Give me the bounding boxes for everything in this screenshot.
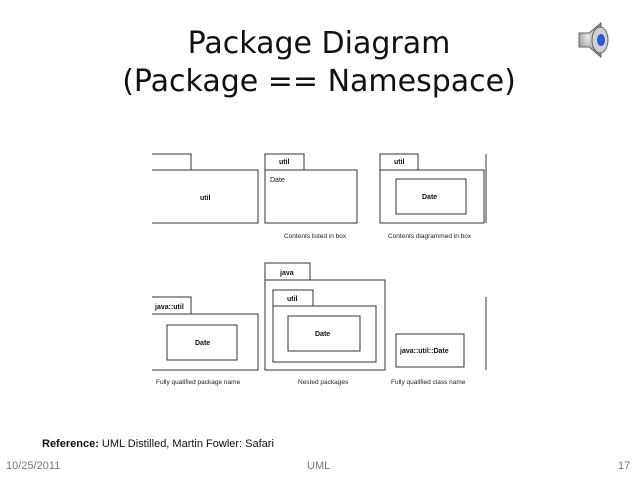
- reference-label: Reference:: [42, 438, 99, 450]
- footer-center: UML: [307, 460, 331, 472]
- util-listed-caption: Contents listed in box: [284, 233, 347, 240]
- qualified-pkg-label: java::util: [154, 304, 184, 311]
- nested-packages: [264, 262, 386, 371]
- slide-title-line1: Package Diagram: [187, 26, 451, 61]
- qualified-package: [152, 296, 259, 371]
- footer-page-number: 17: [618, 460, 631, 472]
- footer-date: 10/25/2011: [6, 460, 61, 472]
- qualified-class: [395, 333, 465, 368]
- nested-class: Date: [315, 331, 330, 338]
- qualified-class-caption: Fully qualified class name: [391, 379, 466, 386]
- util-package-listed: [264, 153, 358, 224]
- speaker-icon[interactable]: [575, 18, 619, 62]
- nested-caption: Nested packages: [298, 379, 349, 386]
- reference-text: UML Distilled, Martin Fowler: Safari: [101, 438, 274, 450]
- util-package-simple: [152, 153, 259, 224]
- util-listed-content: Date: [270, 177, 285, 184]
- util-diagram-class: Date: [422, 194, 437, 201]
- slide-title-line2: (Package == Namespace): [122, 64, 516, 99]
- util-package-diagrammed: [379, 153, 485, 224]
- reference-line: Reference: UML Distilled, Martin Fowler:…: [42, 438, 274, 450]
- util-tab-label: util: [200, 195, 211, 202]
- nested-inner-tab: util: [287, 296, 298, 303]
- util-diagram-caption: Contents diagrammed in box: [388, 233, 472, 240]
- qualified-class-label: java::util::Date: [399, 348, 449, 355]
- util-listed-tab: util: [279, 159, 290, 166]
- util-diagram-tab: util: [394, 159, 405, 166]
- nested-outer-tab: java: [279, 270, 294, 277]
- qualified-pkg-class: Date: [195, 340, 210, 347]
- qualified-pkg-caption: Fully qualified package name: [156, 379, 241, 386]
